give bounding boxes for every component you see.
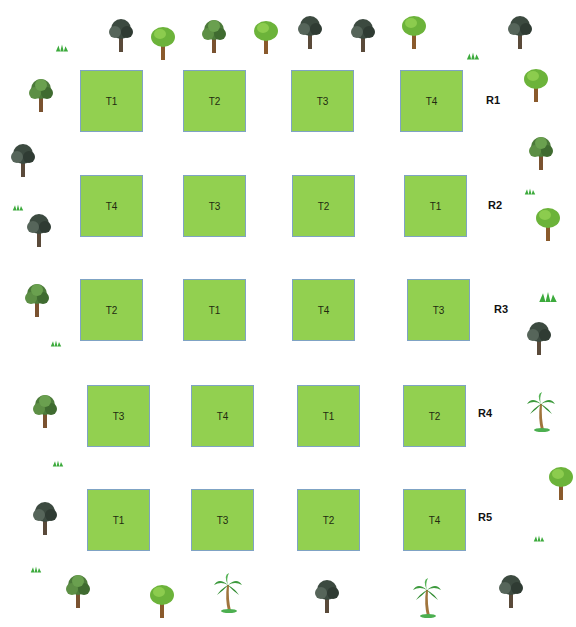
tree [529,137,553,170]
grass [53,461,64,467]
plot-label: T2 [323,515,335,526]
tree [150,585,174,618]
plot-label: T4 [106,201,118,212]
plot-label: T2 [318,201,330,212]
plot-label: T3 [317,96,329,107]
plot-label: T2 [429,411,441,422]
tree [11,144,35,177]
tree [298,16,322,49]
tree [33,502,57,535]
tree [524,69,548,102]
tree [508,16,532,49]
tree [25,284,49,317]
plot-label: T1 [113,515,125,526]
treatment-plot: T2 [297,489,360,551]
tree [29,79,53,112]
treatment-plot: T4 [292,279,355,341]
plot-label: T1 [430,201,442,212]
treatment-plot: T2 [403,385,466,447]
plot-label: T3 [217,515,229,526]
row-label: R1 [486,94,500,106]
tree [33,395,57,428]
palm-tree [527,392,555,432]
row-label: R5 [478,511,492,523]
treatment-plot: T4 [403,489,466,551]
treatment-plot: T1 [404,175,467,237]
plot-label: T4 [426,96,438,107]
tree [315,580,339,613]
tree [549,467,573,500]
treatment-plot: T2 [183,70,246,132]
plot-label: T3 [209,201,221,212]
treatment-plot: T1 [297,385,360,447]
grass [56,45,68,52]
grass [51,341,62,347]
plot-label: T4 [217,411,229,422]
plot-label: T1 [209,305,221,316]
tree [499,575,523,608]
plot-label: T1 [323,411,335,422]
tree [151,27,175,60]
row-label: R4 [478,407,492,419]
treatment-plot: T3 [87,385,150,447]
plot-label: T3 [113,411,125,422]
row-label: R2 [488,199,502,211]
plot-label: T1 [106,96,118,107]
tree [202,20,226,53]
treatment-plot: T4 [400,70,463,132]
palm-tree [214,573,242,613]
treatment-plot: T3 [191,489,254,551]
palm-tree [413,578,441,618]
treatment-plot: T2 [80,279,143,341]
treatment-plot: T4 [80,175,143,237]
row-label: R3 [494,303,508,315]
grass [534,536,545,542]
grass [539,292,557,302]
grass [31,567,42,573]
plot-label: T4 [318,305,330,316]
plot-label: T2 [209,96,221,107]
treatment-plot: T3 [407,279,470,341]
treatment-plot: T2 [292,175,355,237]
grass [467,53,479,60]
tree [536,208,560,241]
treatment-plot: T4 [191,385,254,447]
tree [109,19,133,52]
tree [351,19,375,52]
treatment-plot: T3 [183,175,246,237]
grass [525,189,536,195]
tree [402,16,426,49]
treatment-plot: T1 [183,279,246,341]
tree [254,21,278,54]
plot-label: T4 [429,515,441,526]
plot-label: T3 [433,305,445,316]
grass [13,205,24,211]
treatment-plot: T3 [291,70,354,132]
tree [527,322,551,355]
tree [27,214,51,247]
treatment-plot: T1 [80,70,143,132]
treatment-plot: T1 [87,489,150,551]
tree [66,575,90,608]
plot-label: T2 [106,305,118,316]
